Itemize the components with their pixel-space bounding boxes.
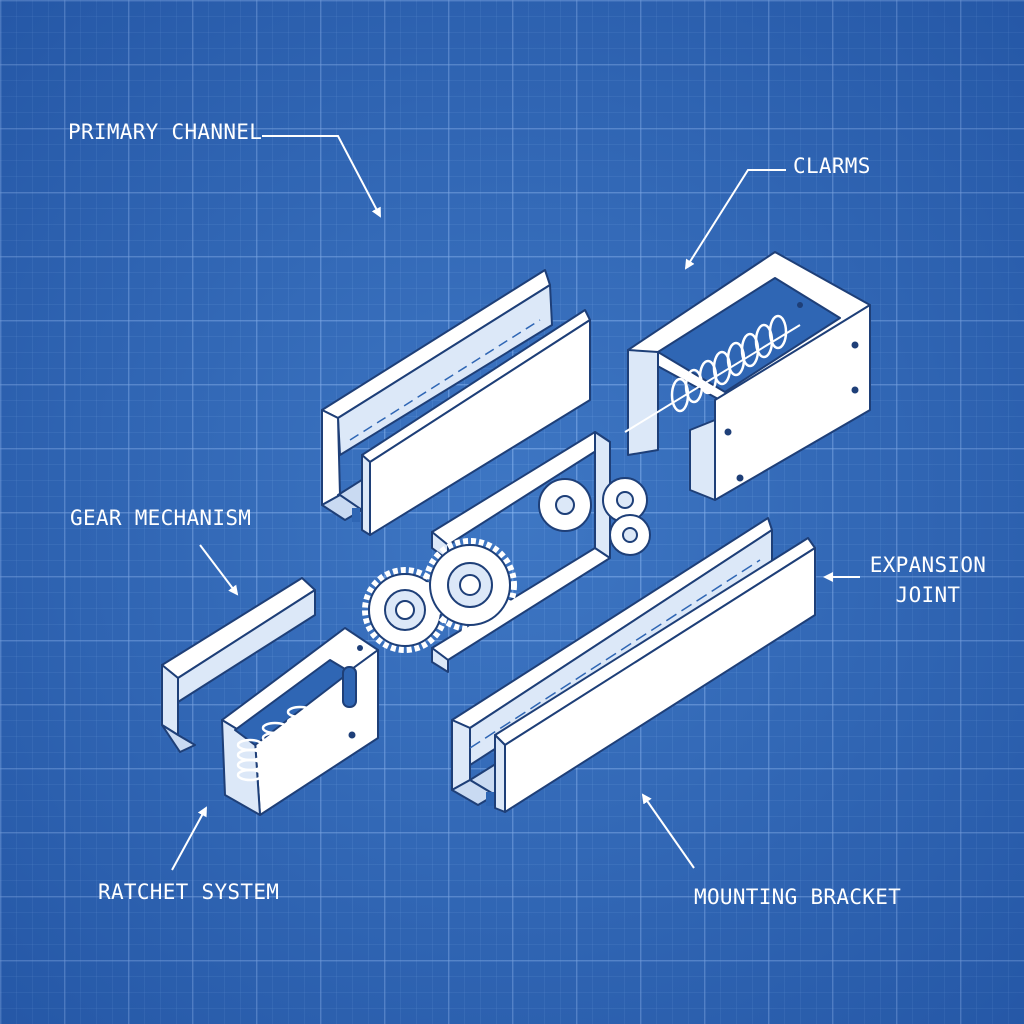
gear-mechanism-part xyxy=(362,431,651,673)
label-expansion-joint-line2: JOINT xyxy=(895,583,961,607)
leader-mounting-bracket xyxy=(641,793,695,869)
label-gear-mechanism: GEAR MECHANISM xyxy=(70,506,252,530)
leader-ratchet-system xyxy=(171,806,207,871)
leader-clarms xyxy=(684,169,786,270)
label-mounting-bracket: MOUNTING BRACKET xyxy=(694,885,902,909)
primary-channel-part xyxy=(321,269,591,536)
label-primary-channel: PRIMARY CHANNEL xyxy=(68,120,263,144)
label-ratchet-system: RATCHET SYSTEM xyxy=(98,880,280,904)
leader-primary-channel xyxy=(262,135,381,218)
clarms-part xyxy=(624,251,871,501)
label-clarms: CLARMS xyxy=(793,154,871,178)
mounting-bracket-part xyxy=(451,517,816,813)
leader-gear-mechanism xyxy=(199,544,239,596)
large-gear-right xyxy=(423,538,517,632)
callout-leaders xyxy=(171,135,860,871)
ratchet-system-part xyxy=(161,577,379,816)
small-gear-pair xyxy=(538,477,651,556)
label-expansion-joint: EXPANSION JOINT xyxy=(858,550,998,610)
label-expansion-joint-line1: EXPANSION xyxy=(869,553,987,577)
